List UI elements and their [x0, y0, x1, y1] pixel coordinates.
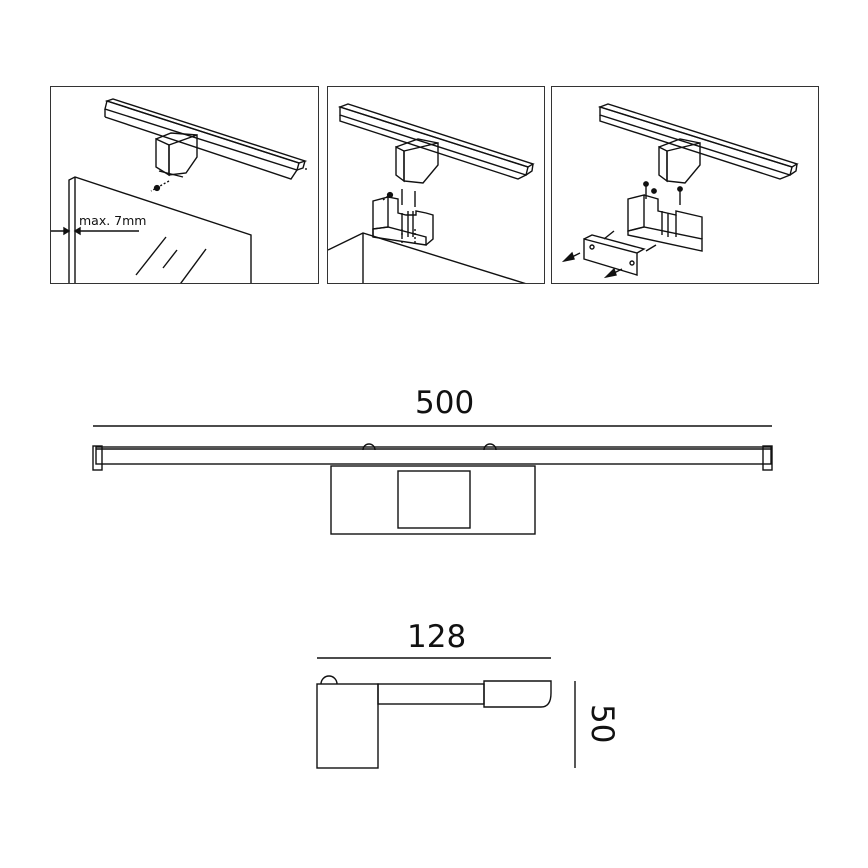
width-dimension-label: 500: [415, 385, 475, 421]
step-1-panel: max. 7mm: [50, 86, 319, 284]
step-3-illustration: [561, 103, 799, 279]
max-thickness-label: max. 7mm: [79, 213, 147, 228]
step-2-illustration: [328, 103, 535, 283]
step-3-panel: [551, 86, 819, 284]
step-1-illustration: max. 7mm: [51, 98, 308, 283]
depth-dimension-label: 128: [407, 619, 467, 655]
step-2-panel: [327, 86, 545, 284]
height-dimension-label: 50: [584, 704, 620, 744]
